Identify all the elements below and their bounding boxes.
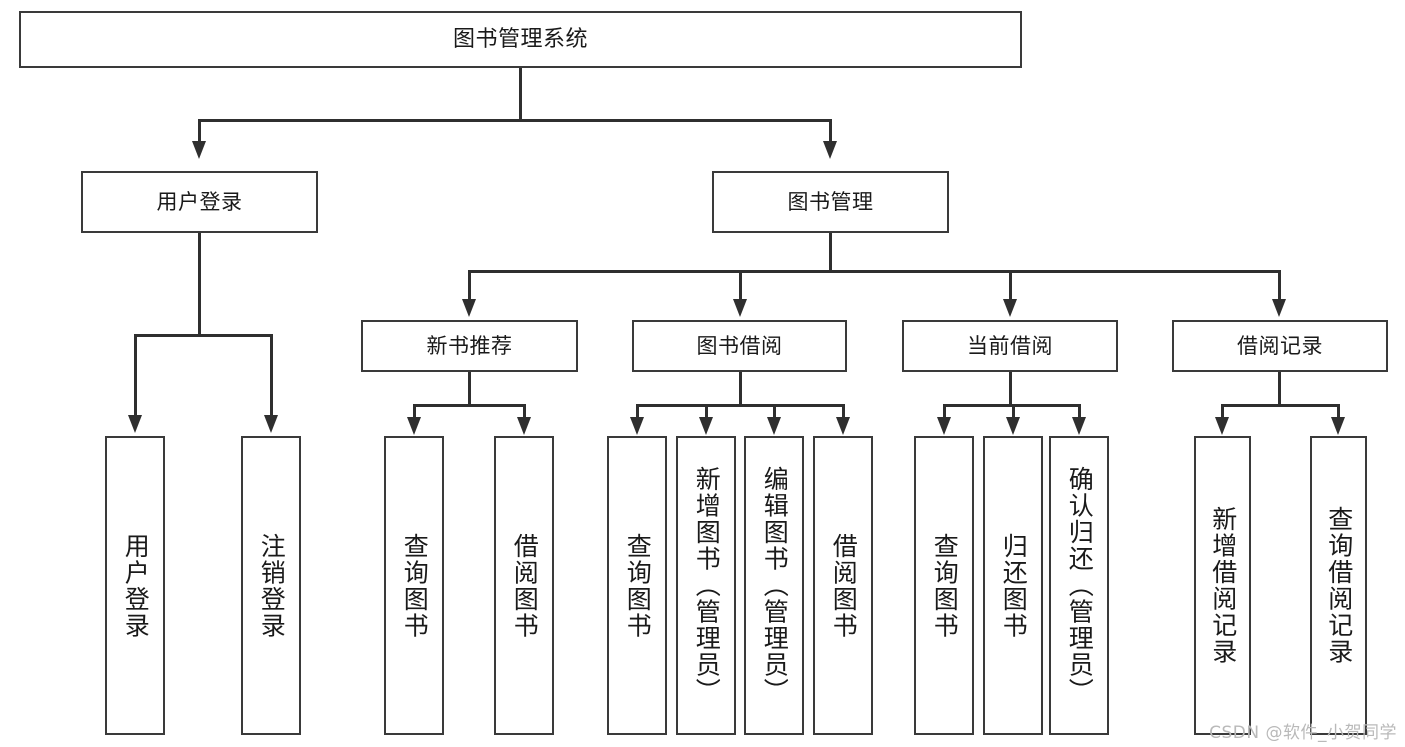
connector-bb-drop-4 xyxy=(842,404,845,419)
connector-bb-drop-3 xyxy=(773,404,776,419)
arrowhead-to-book-borrow xyxy=(733,299,747,317)
connector-nbr-drop-1 xyxy=(413,404,416,419)
connector-cb-drop-1 xyxy=(943,404,946,419)
arrowhead-to-leaf-query-book-cb xyxy=(937,417,951,435)
node-label: 编辑图书（管理员） xyxy=(760,466,790,705)
connector-user-login-stem xyxy=(198,233,201,335)
arrowhead-to-user-login xyxy=(192,141,206,159)
arrowhead-to-leaf-query-book-nbr xyxy=(407,417,421,435)
arrowhead-to-leaf-logout xyxy=(264,415,278,433)
connector-user-login-drop-2 xyxy=(270,334,273,416)
leaf-return-book[interactable]: 归还图书 xyxy=(983,436,1043,735)
connector-user-login-bus xyxy=(134,334,272,337)
node-label: 确认归还（管理员） xyxy=(1065,466,1095,705)
arrowhead-to-leaf-add-record xyxy=(1215,417,1229,435)
node-label: 用户登录 xyxy=(156,189,243,214)
node-root-book-management-system[interactable]: 图书管理系统 xyxy=(19,11,1022,68)
node-user-login[interactable]: 用户登录 xyxy=(81,171,318,233)
arrowhead-to-leaf-return-book xyxy=(1006,417,1020,435)
connector-bm-drop-4 xyxy=(1278,270,1281,300)
leaf-add-book-admin[interactable]: 新增图书（管理员） xyxy=(676,436,736,735)
leaf-edit-book-admin[interactable]: 编辑图书（管理员） xyxy=(744,436,804,735)
leaf-query-book-borrow[interactable]: 查询图书 xyxy=(607,436,667,735)
node-label: 新增借阅记录 xyxy=(1208,506,1238,665)
leaf-add-borrow-record[interactable]: 新增借阅记录 xyxy=(1194,436,1251,735)
connector-bb-stem xyxy=(739,372,742,406)
connector-cb-drop-3 xyxy=(1078,404,1081,419)
node-label: 新增图书（管理员） xyxy=(692,466,722,705)
node-label: 新书推荐 xyxy=(426,333,513,358)
connector-book-management-stem xyxy=(829,233,832,271)
connector-cb-drop-2 xyxy=(1012,404,1015,419)
node-label: 图书管理系统 xyxy=(452,26,588,52)
connector-root-stem xyxy=(519,68,522,120)
connector-user-login-drop-1 xyxy=(134,334,137,416)
connector-root-drop-1 xyxy=(198,119,201,143)
node-label: 查询借阅记录 xyxy=(1324,506,1354,665)
connector-nbr-drop-2 xyxy=(523,404,526,419)
arrowhead-to-leaf-borrow-book-bb xyxy=(836,417,850,435)
arrowhead-to-current-borrow xyxy=(1003,299,1017,317)
leaf-query-borrow-record[interactable]: 查询借阅记录 xyxy=(1310,436,1367,735)
node-label: 查询图书 xyxy=(400,532,430,639)
connector-cb-stem xyxy=(1009,372,1012,406)
node-current-borrow[interactable]: 当前借阅 xyxy=(902,320,1118,372)
connector-bm-drop-2 xyxy=(739,270,742,300)
connector-bm-drop-3 xyxy=(1009,270,1012,300)
node-label: 借阅记录 xyxy=(1237,333,1323,358)
leaf-logout[interactable]: 注销登录 xyxy=(241,436,301,735)
connector-bm-drop-1 xyxy=(468,270,471,300)
arrowhead-to-leaf-edit-book xyxy=(767,417,781,435)
node-label: 图书借阅 xyxy=(696,333,783,358)
connector-book-management-bus xyxy=(468,270,1280,273)
node-label: 注销登录 xyxy=(257,532,287,639)
connector-root-bus xyxy=(198,119,832,122)
connector-nbr-stem xyxy=(468,372,471,406)
connector-br-stem xyxy=(1278,372,1281,406)
connector-cb-bus xyxy=(943,404,1080,407)
arrowhead-to-leaf-borrow-book-nbr xyxy=(517,417,531,435)
arrowhead-to-leaf-add-book xyxy=(699,417,713,435)
node-book-management[interactable]: 图书管理 xyxy=(712,171,949,233)
connector-bb-drop-2 xyxy=(705,404,708,419)
connector-bb-bus xyxy=(636,404,844,407)
leaf-borrow-book-recommend[interactable]: 借阅图书 xyxy=(494,436,554,735)
node-label: 查询图书 xyxy=(930,532,960,639)
node-label: 用户登录 xyxy=(121,532,151,639)
arrowhead-to-new-book-recommend xyxy=(462,299,476,317)
connector-br-drop-1 xyxy=(1221,404,1224,419)
leaf-confirm-return-admin[interactable]: 确认归还（管理员） xyxy=(1049,436,1109,735)
node-label: 借阅图书 xyxy=(829,532,859,639)
leaf-query-book-current[interactable]: 查询图书 xyxy=(914,436,974,735)
arrowhead-to-leaf-user-login xyxy=(128,415,142,433)
arrowhead-to-leaf-query-record xyxy=(1331,417,1345,435)
node-label: 图书管理 xyxy=(787,189,874,214)
csdn-watermark: CSDN @软件_小贺同学 xyxy=(1209,723,1397,743)
connector-br-bus xyxy=(1221,404,1339,407)
connector-bb-drop-1 xyxy=(636,404,639,419)
arrowhead-to-leaf-confirm-return xyxy=(1072,417,1086,435)
arrowhead-to-leaf-query-book-bb xyxy=(630,417,644,435)
node-label: 借阅图书 xyxy=(510,532,540,639)
node-label: 查询图书 xyxy=(623,532,653,639)
node-borrow-record[interactable]: 借阅记录 xyxy=(1172,320,1388,372)
leaf-query-book-recommend[interactable]: 查询图书 xyxy=(384,436,444,735)
node-label: 当前借阅 xyxy=(967,333,1053,358)
connector-nbr-bus xyxy=(413,404,525,407)
node-book-borrow[interactable]: 图书借阅 xyxy=(632,320,847,372)
node-new-book-recommend[interactable]: 新书推荐 xyxy=(361,320,578,372)
leaf-user-login[interactable]: 用户登录 xyxy=(105,436,165,735)
arrowhead-to-borrow-record xyxy=(1272,299,1286,317)
connector-root-drop-2 xyxy=(829,119,832,143)
connector-br-drop-2 xyxy=(1337,404,1340,419)
arrowhead-to-book-management xyxy=(823,141,837,159)
node-label: 归还图书 xyxy=(999,532,1029,639)
leaf-borrow-book[interactable]: 借阅图书 xyxy=(813,436,873,735)
